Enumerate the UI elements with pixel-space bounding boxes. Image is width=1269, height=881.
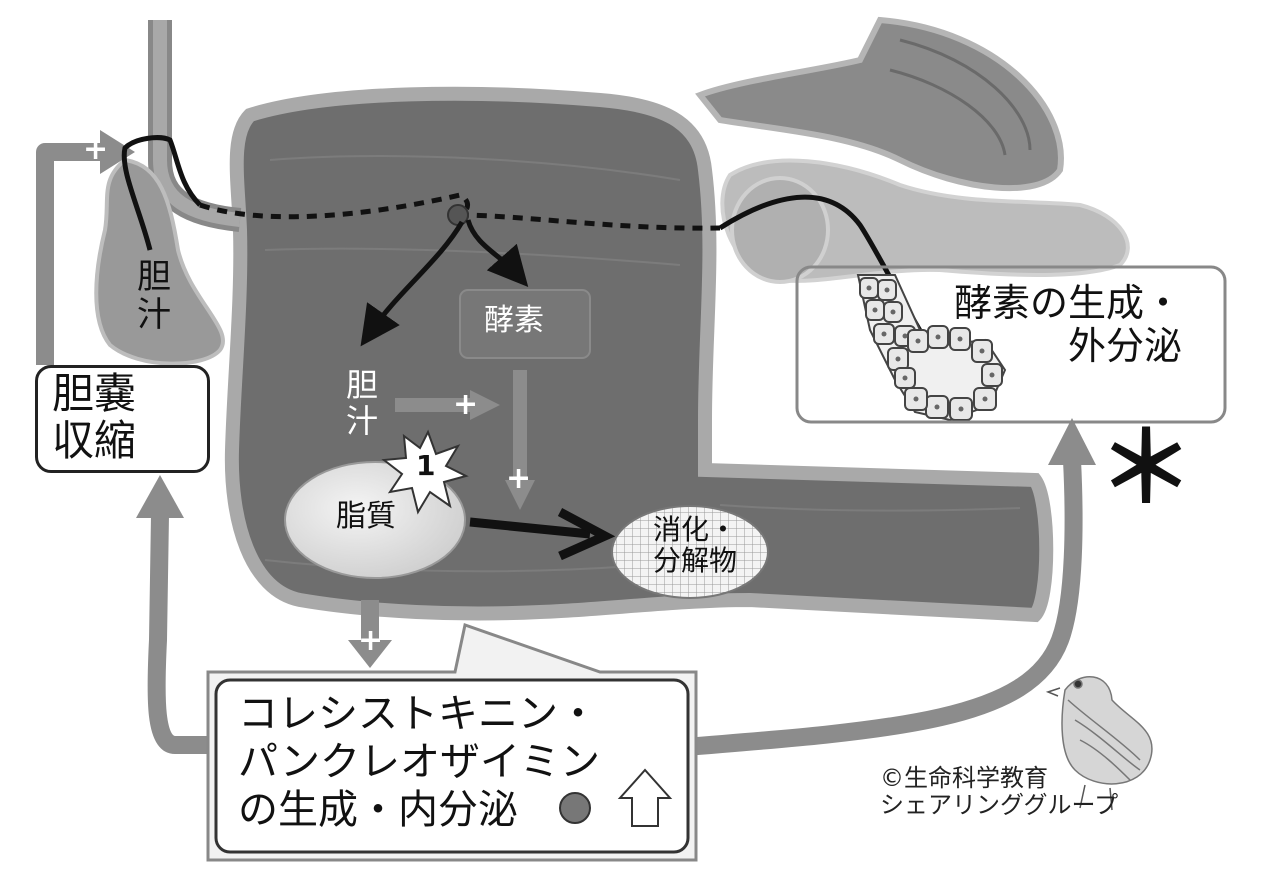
arrowhead-contraction — [136, 475, 184, 518]
arrow-papilla-to-enzyme — [465, 219, 529, 287]
arrow-to-pancreas — [671, 459, 1083, 757]
gallbladder-contraction-line1: 胆嚢 — [52, 369, 137, 418]
digestion-ellipse — [611, 505, 769, 599]
copyright-line1: ©生命科学教育 — [880, 764, 1048, 792]
plus-gallbladder: + — [83, 132, 109, 167]
arrowhead-bile — [470, 390, 500, 420]
label-hormone: コレシストキニン・ パンクレオザイミン の生成・内分泌 — [238, 690, 600, 834]
label-bile-duodenum-line2: 汁 — [346, 401, 379, 440]
enzyme-box — [459, 289, 591, 359]
label-enzyme-secretion-line2: 外分泌 — [1068, 323, 1183, 368]
arrowhead-enzyme — [505, 480, 535, 510]
bile-duct-inner — [153, 20, 241, 227]
label-bile-duodenum: 胆 汁 — [346, 366, 379, 440]
path-gallbladder-segment — [121, 135, 202, 251]
label-digestion-line2: 分解物 — [653, 544, 738, 578]
plus-bile-to-lipid: + — [453, 387, 479, 422]
label-digestion: 消化・ 分解物 — [653, 514, 737, 577]
copyright-line2: シェアリンググループ — [880, 790, 1119, 819]
pancreatic-acinus — [856, 274, 1007, 422]
label-enzyme-secretion-line1: 酵素の生成・ — [954, 281, 1183, 325]
gallbladder-contraction-label: 胆嚢 収縮 — [52, 370, 136, 464]
gallbladder-contraction-box: 胆嚢 収縮 — [35, 365, 210, 473]
asterisk-mark: ＊ — [1098, 412, 1194, 524]
stomach — [695, 16, 1064, 192]
arrowhead-gallbladder — [100, 130, 135, 174]
label-bile-gallbladder: 胆 汁 — [137, 258, 171, 334]
pancreas — [720, 158, 1130, 284]
arrow-lipid-to-digestion — [469, 517, 591, 539]
label-hormone-line1: コレシストキニン・ — [238, 691, 598, 737]
label-bile-duodenum-line1: 胆 — [346, 366, 379, 404]
arrowhead-digestion — [557, 508, 616, 561]
papilla — [447, 204, 469, 226]
label-enzyme: 酵素 — [484, 303, 544, 338]
step-starburst — [381, 429, 469, 515]
increase-arrow-icon — [617, 768, 673, 827]
label-lipid: 脂質 — [336, 499, 396, 534]
hormone-circle-icon — [559, 792, 591, 824]
gallbladder — [94, 157, 225, 366]
gallbladder-contraction-line2: 収縮 — [52, 416, 137, 466]
arrow-to-gallbladder — [36, 143, 100, 365]
feedback-arrows — [36, 143, 1083, 757]
feedback-arrowheads — [100, 130, 1096, 668]
label-bile-line2: 汁 — [137, 295, 171, 336]
copyright: ©生命科学教育 シェアリンググループ — [880, 765, 1118, 819]
label-bile-line1: 胆 — [137, 257, 171, 297]
mascot-bird-sketch — [1045, 676, 1153, 811]
label-digestion-line1: 消化・ — [653, 513, 738, 546]
step-number: 1 — [416, 449, 436, 482]
arrowhead-pancreas — [1048, 418, 1096, 465]
arrow-to-gallbladder-contraction — [147, 514, 218, 754]
plus-hormone: + — [358, 623, 384, 658]
label-hormone-line3: の生成・内分泌 — [238, 787, 518, 833]
plus-enzyme-to-digestion: + — [506, 461, 532, 496]
arrow-papilla-to-bile — [360, 220, 465, 347]
label-enzyme-secretion: 酵素の生成・ 外分泌 — [954, 282, 1182, 367]
label-hormone-line2: パンクレオザイミン — [238, 739, 600, 785]
enzyme-secretion-frame — [795, 265, 1227, 424]
arrowhead-hormone — [348, 640, 392, 668]
path-dashed-segment — [199, 192, 721, 231]
